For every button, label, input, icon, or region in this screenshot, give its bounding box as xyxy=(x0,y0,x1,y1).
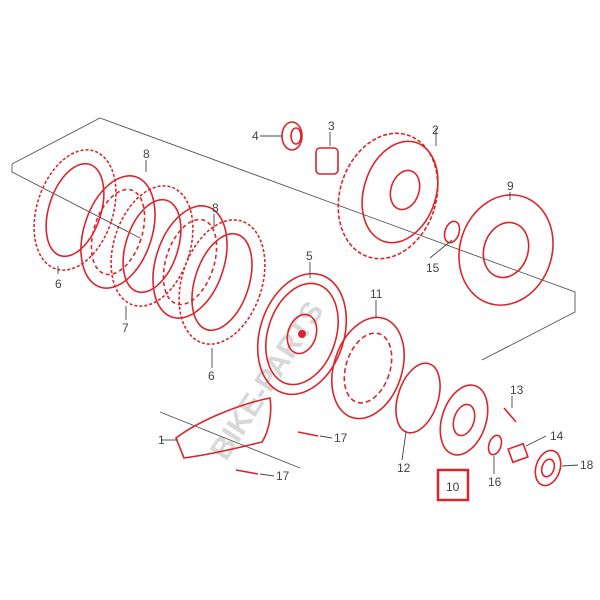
callout-9: 9 xyxy=(507,179,514,193)
callout-17-lower: 17 xyxy=(276,469,290,483)
assembly-frame-top xyxy=(11,117,576,361)
guide-1 xyxy=(175,397,272,459)
callout-8-top: 8 xyxy=(143,147,150,161)
bearing-18 xyxy=(534,449,562,487)
bolt-17-lower xyxy=(235,469,259,475)
callout-14: 14 xyxy=(550,429,564,443)
callout-2: 2 xyxy=(432,123,439,137)
lifter-plate-11 xyxy=(331,316,405,420)
highlight-box xyxy=(436,468,470,502)
ring-12 xyxy=(395,362,441,434)
clutch-outer-2 xyxy=(337,132,439,260)
callout-8-lower: 8 xyxy=(212,201,219,215)
collar-4 xyxy=(281,121,303,151)
callout-13: 13 xyxy=(510,383,524,397)
clutch-plate-8 xyxy=(80,175,156,289)
lifter-14 xyxy=(507,442,529,464)
callout-10: 10 xyxy=(446,480,460,494)
callout-6-bottom: 6 xyxy=(208,369,215,383)
callout-12: 12 xyxy=(397,461,411,475)
callout-6-top: 6 xyxy=(55,277,62,291)
friction-disc-6-top xyxy=(33,149,117,271)
callout-18: 18 xyxy=(580,458,594,472)
callout-4: 4 xyxy=(252,129,259,143)
callout-15: 15 xyxy=(426,261,440,275)
callout-5: 5 xyxy=(306,249,313,263)
needle-bearing-3 xyxy=(315,147,339,175)
clutch-center-5 xyxy=(256,272,348,396)
washer-15 xyxy=(443,220,461,244)
assembly-frame-left xyxy=(11,164,141,239)
assembly-frame-bottom xyxy=(159,411,301,469)
bolt-17-upper xyxy=(297,431,319,437)
clutch-plate-8b xyxy=(152,205,228,319)
callout-7: 7 xyxy=(122,321,129,335)
drive-gear-9 xyxy=(458,194,554,306)
washer-16 xyxy=(487,434,503,456)
callout-3: 3 xyxy=(328,119,335,133)
pressure-plate-10 xyxy=(439,384,489,456)
callout-17-upper: 17 xyxy=(334,431,348,445)
callout-1: 1 xyxy=(158,433,165,447)
bolt-13 xyxy=(503,407,517,423)
friction-disc-6-bottom xyxy=(178,219,266,345)
callout-11: 11 xyxy=(370,287,383,301)
callout-16: 16 xyxy=(488,475,502,489)
